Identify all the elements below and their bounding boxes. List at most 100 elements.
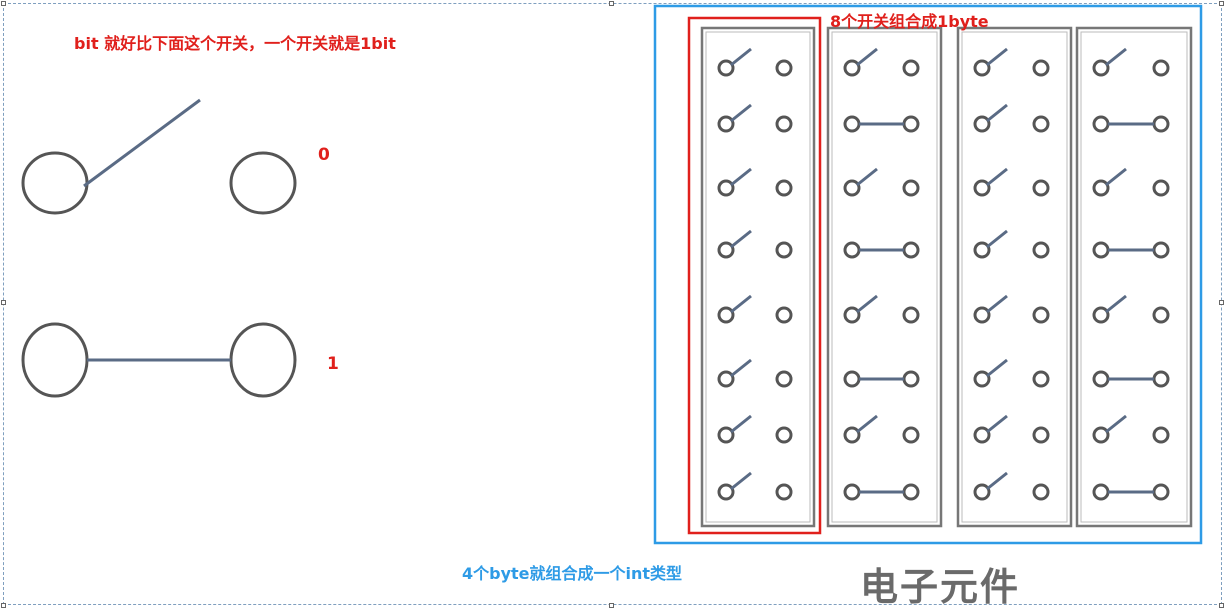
resize-handle[interactable] [1219, 603, 1224, 608]
byte-column [700, 26, 816, 528]
terminal-right [902, 306, 920, 324]
resize-handle[interactable] [1, 603, 6, 608]
switch-lever [730, 358, 752, 378]
resize-handle[interactable] [1219, 1, 1224, 6]
switch-lever [986, 47, 1008, 67]
resize-handle[interactable] [1, 300, 6, 305]
terminal-left [843, 179, 861, 197]
bit-switch-closed [843, 241, 920, 259]
terminal-right [1152, 306, 1170, 324]
switch-lever [730, 229, 752, 249]
bit-switch-closed [843, 115, 920, 133]
switch-lever [730, 167, 752, 187]
terminal-left [973, 426, 991, 444]
off-state-label: 0 [318, 145, 330, 165]
bit-switch-open [717, 103, 793, 133]
resize-handle[interactable] [1, 1, 6, 6]
bit-switch-open [843, 47, 920, 77]
resize-handle[interactable] [609, 1, 614, 6]
terminal-right [1032, 370, 1050, 388]
terminal-right [1152, 426, 1170, 444]
resize-handle[interactable] [609, 603, 614, 608]
terminal-right [775, 179, 793, 197]
byte-column-inner [961, 31, 1068, 523]
byte-column-inner [1080, 31, 1188, 523]
terminal-left [1092, 59, 1110, 77]
terminal-left [717, 59, 735, 77]
bit-switch-closed [1092, 115, 1170, 133]
terminal-left [973, 241, 991, 259]
terminal-left [973, 59, 991, 77]
terminal-left [973, 179, 991, 197]
switch-lever [730, 47, 752, 67]
bit-switch-open [973, 471, 1050, 501]
terminal-right [1152, 370, 1170, 388]
bit-switch-open [1092, 294, 1170, 324]
terminal-right [1032, 483, 1050, 501]
bit-switch-open [1092, 414, 1170, 444]
bit-switch-closed [843, 370, 920, 388]
on-state-label: 1 [327, 354, 339, 374]
bit-switch-open [843, 167, 920, 197]
switch-lever [986, 229, 1008, 249]
terminal-right [902, 59, 920, 77]
byte-column-inner [705, 31, 811, 523]
terminal-left [843, 241, 861, 259]
switch-lever [856, 47, 878, 67]
bit-switch-open [717, 358, 793, 388]
bit-switch-closed [1092, 483, 1170, 501]
bit-switch-open [717, 471, 793, 501]
bit-switch-open [717, 167, 793, 197]
switch-lever [856, 167, 878, 187]
terminal-right [1032, 241, 1050, 259]
terminal-left [1092, 241, 1110, 259]
bit-switch-open [973, 414, 1050, 444]
terminal-left [973, 306, 991, 324]
bit-switch-open [843, 414, 920, 444]
terminal-left [973, 370, 991, 388]
switch-lever [1105, 47, 1127, 67]
switch-lever [730, 414, 752, 434]
terminal-left [1092, 306, 1110, 324]
terminal-right [1032, 179, 1050, 197]
bit-switch-open [1092, 47, 1170, 77]
terminal-right [1032, 426, 1050, 444]
switch-lever [730, 103, 752, 123]
switch-lever [730, 471, 752, 491]
bit-switch-open [717, 229, 793, 259]
switch-off [21, 98, 297, 215]
switch-lever [1105, 294, 1127, 314]
terminal-left [717, 179, 735, 197]
terminal-left [843, 426, 861, 444]
terminal-right [1032, 115, 1050, 133]
terminal-right [775, 483, 793, 501]
terminal-left [843, 115, 861, 133]
bit-switch-closed [1092, 241, 1170, 259]
terminal-right [1152, 115, 1170, 133]
terminal-right [775, 426, 793, 444]
terminal-right [1032, 306, 1050, 324]
bit-caption: bit 就好比下面这个开关，一个开关就是1bit [74, 34, 396, 53]
byte-highlight-box [687, 16, 822, 535]
terminal-right [775, 241, 793, 259]
terminal-left [973, 483, 991, 501]
terminal-right [902, 241, 920, 259]
terminal-left [843, 370, 861, 388]
switch-lever [856, 414, 878, 434]
terminal-left [1092, 483, 1110, 501]
terminal-right [1152, 483, 1170, 501]
terminal-right [229, 151, 297, 215]
switch-lever [986, 358, 1008, 378]
terminal-right [1152, 241, 1170, 259]
bit-switch-open [717, 414, 793, 444]
resize-handle[interactable] [1219, 300, 1224, 305]
terminal-left [717, 306, 735, 324]
bit-switch-open [1092, 167, 1170, 197]
switch-lever [986, 103, 1008, 123]
bit-switch-open [973, 47, 1050, 77]
terminal-left [1092, 115, 1110, 133]
terminal-right [902, 370, 920, 388]
terminal-right [902, 483, 920, 501]
switch-lever [986, 167, 1008, 187]
